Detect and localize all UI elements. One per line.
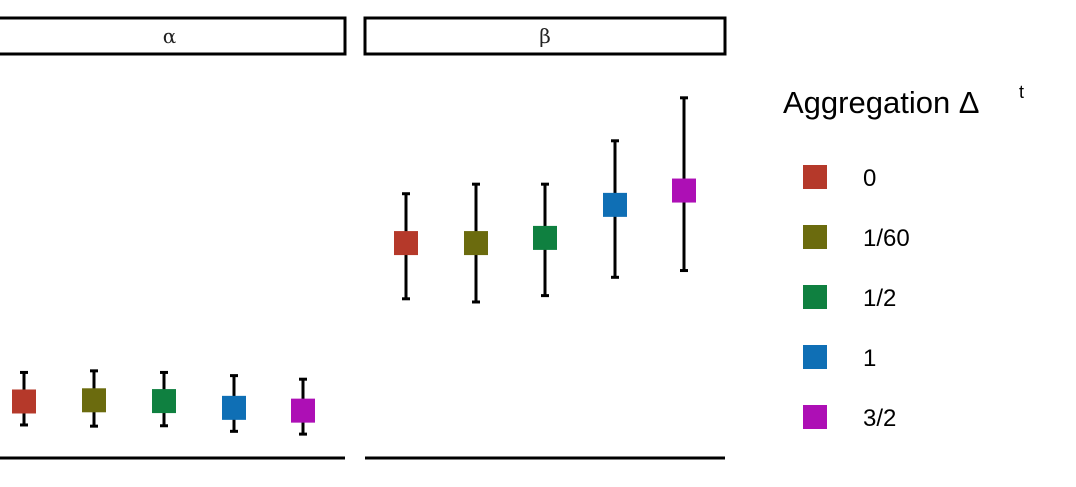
point-marker [394,231,418,256]
data-point-1-60 [82,369,106,428]
data-point-1-2 [152,370,176,428]
point-marker [603,192,627,217]
point-marker [672,178,696,203]
data-point-0 [12,370,36,427]
legend-swatch [803,225,827,249]
legend-swatch [803,405,827,429]
facet-strip-label: β [539,24,551,48]
facet-panel-1: α [0,16,347,460]
facet-strip [0,16,347,56]
point-marker [222,395,246,420]
legend-label: 1 [863,345,876,372]
data-point-1-2 [533,182,557,298]
legend-title: Aggregation Δ [783,85,980,120]
point-marker [533,225,557,250]
data-point-3-2 [291,377,315,436]
legend-label: 0 [863,165,876,192]
point-marker [291,398,315,423]
legend-title-superscript: t [1019,82,1024,102]
legend: Aggregation Δ t 0 1/60 1/2 1 3/2 [783,82,1024,432]
point-marker [12,389,36,414]
legend-label: 3/2 [863,405,896,432]
legend-label: 1/60 [863,225,910,252]
legend-entry-0: 0 [803,165,876,192]
legend-label: 1/2 [863,285,896,312]
legend-items: 0 1/60 1/2 1 3/2 [803,165,910,432]
legend-entry-1: 1 [803,345,876,372]
facet-strip-label: α [163,24,177,48]
facet-panel-2: β [363,16,727,460]
point-marker [464,231,488,256]
data-point-1 [222,374,246,433]
legend-swatch [803,345,827,369]
data-point-1 [603,139,627,279]
legend-entry-1-2: 1/2 [803,285,896,312]
data-point-3-2 [672,96,696,273]
legend-swatch [803,165,827,189]
data-point-1-60 [464,182,488,304]
facet-strip [363,16,727,56]
legend-swatch [803,285,827,309]
point-marker [152,389,176,414]
data-point-0 [394,192,418,301]
point-marker [82,388,106,413]
legend-entry-1-60: 1/60 [803,225,910,252]
legend-entry-3-2: 3/2 [803,405,896,432]
